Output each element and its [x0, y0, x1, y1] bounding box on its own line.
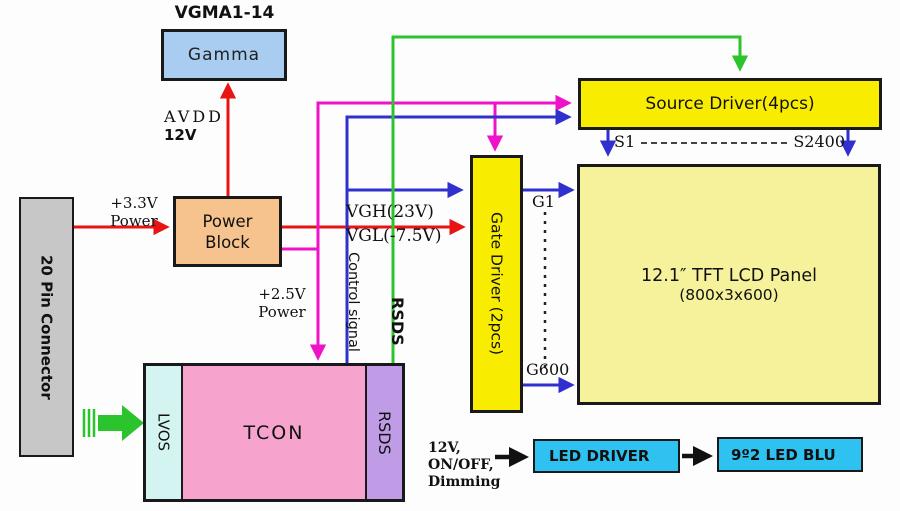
source-driver-label: Source Driver(4pcs) [645, 94, 815, 114]
label-s1: S1 [614, 132, 636, 151]
tcon-rsds-section: RSDS [365, 366, 402, 499]
block-led-driver: LED DRIVER [533, 439, 680, 473]
label-s2400: S2400 [793, 132, 845, 151]
lvos-label: LVOS [154, 413, 173, 452]
block-source-driver: Source Driver(4pcs) [578, 78, 882, 130]
block-power: Power Block [173, 196, 282, 267]
led-driver-label: LED DRIVER [549, 447, 650, 465]
tcon-label: TCON [243, 421, 305, 444]
gate-driver-label: Gate Driver (2pcs) [487, 212, 506, 356]
gamma-label: Gamma [187, 45, 261, 65]
label-control-signal: Control signal [345, 252, 361, 352]
tcon-lvos-section: LVOS [146, 366, 183, 499]
label-g1: G1 [532, 192, 555, 211]
block-led-blu: 9º2 LED BLU [717, 437, 863, 472]
block-lcd-panel: 12.1″ TFT LCD Panel (800x3x600) [577, 164, 881, 405]
s-line-dashes [641, 142, 788, 144]
label-g600: G600 [526, 360, 570, 379]
power-label: Power Block [202, 211, 253, 252]
rsds-section-label: RSDS [375, 410, 394, 455]
connector-label: 20 Pin Connector [37, 254, 56, 400]
block-gamma: Gamma [161, 29, 287, 81]
label-vgh: VGH(23V) [346, 202, 434, 222]
lcd-panel-title: 12.1″ TFT LCD Panel [641, 265, 817, 286]
tcon-main-section: TCON [183, 366, 365, 499]
vgma-label: VGMA1-14 [174, 3, 275, 23]
block-gate-driver: Gate Driver (2pcs) [470, 155, 523, 413]
block-tcon: LVOS TCON RSDS [143, 363, 405, 502]
arrow-rsds-to-source-driver [391, 35, 749, 363]
led-blu-label: 9º2 LED BLU [731, 445, 836, 464]
block-20pin-connector: 20 Pin Connector [19, 197, 74, 457]
label-led-input: 12V, ON/OFF, Dimming [428, 440, 501, 490]
lcd-panel-resolution: (800x3x600) [679, 285, 779, 304]
label-source-lines: S1 S2400 [614, 133, 845, 151]
label-rsds-signal: RSDS [388, 297, 407, 346]
lvds-input-arrow [82, 405, 144, 441]
label-vgl: VGL(-7.5V) [346, 226, 442, 246]
